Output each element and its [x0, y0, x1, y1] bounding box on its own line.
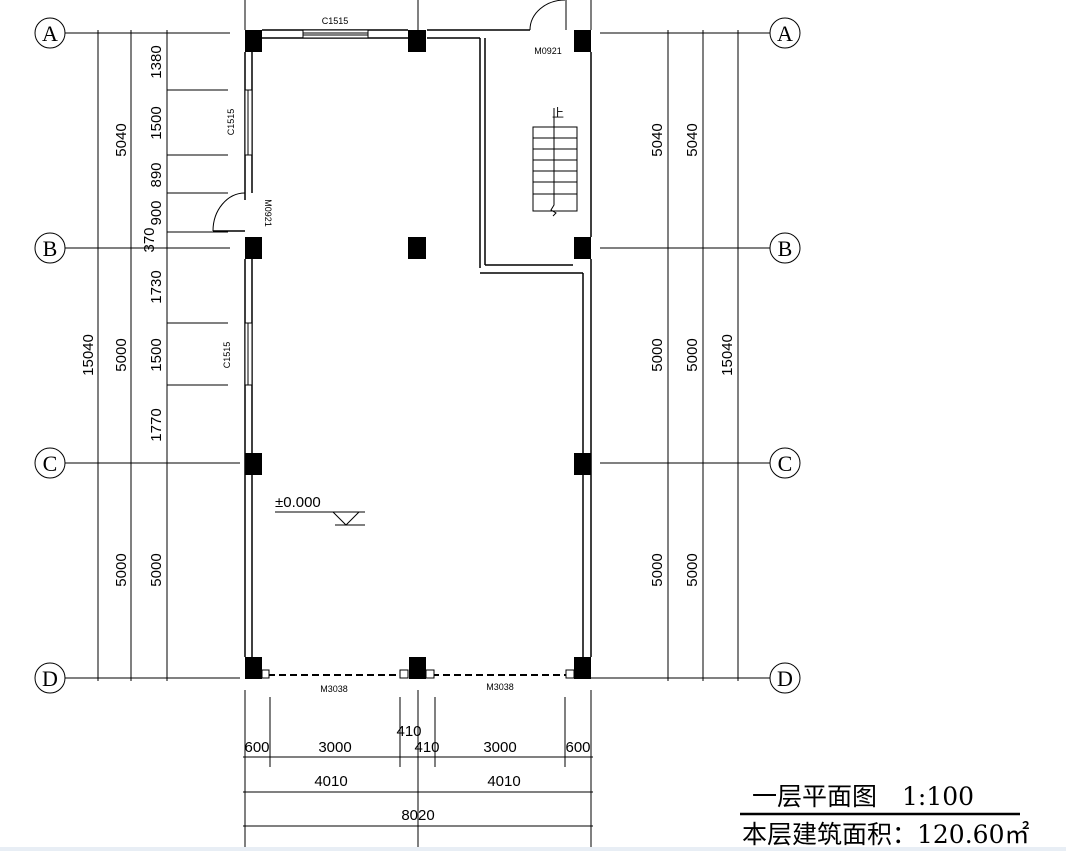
doors: M0921 M0921 M3038 M3038	[212, 0, 575, 694]
window-label: C1515	[222, 342, 232, 369]
window-label: C1515	[226, 109, 236, 136]
axis-label-d-left: D	[42, 666, 58, 691]
dim-left-seg: 5000	[148, 553, 165, 586]
door-label: M0921	[263, 199, 273, 227]
column	[245, 237, 262, 259]
axis-label-a-right: A	[777, 21, 793, 46]
dim-right: 5000	[649, 338, 666, 371]
column	[245, 30, 262, 52]
axis-label-c-left: C	[43, 451, 58, 476]
dim-left-seg: 1770	[148, 408, 165, 441]
dim-left-ab: 5040	[113, 123, 130, 156]
dim-bottom: 4010	[314, 773, 347, 790]
dim-right: 5040	[649, 123, 666, 156]
axis-label-a-left: A	[42, 21, 58, 46]
dim-bottom-total: 8020	[401, 807, 434, 824]
dim-right: 5000	[649, 553, 666, 586]
door-label: M3038	[320, 684, 348, 694]
column	[574, 237, 591, 259]
windows: C1515 C1515 C1515	[222, 16, 369, 386]
dim-right-total: 15040	[719, 334, 736, 376]
bottom-edge	[0, 847, 1066, 851]
dim-left-cd: 5000	[113, 553, 130, 586]
dim-left-seg: 1500	[148, 106, 165, 139]
column	[574, 453, 591, 475]
column	[408, 237, 426, 259]
dim-bottom: 410	[396, 723, 421, 740]
axis-label-d-right: D	[777, 666, 793, 691]
axis-label-c-right: C	[778, 451, 793, 476]
drawing-title: 一层平面图	[752, 782, 877, 811]
elevation-label: ±0.000	[275, 494, 321, 511]
left-dimension-texts: 15040 5040 5000 5000 1380 1500 890 900 3…	[80, 45, 165, 586]
bottom-dimension-lines	[243, 690, 593, 851]
axis-label-b-right: B	[778, 236, 793, 261]
title-block: 一层平面图 1:100 本层建筑面积：120.60㎡	[740, 782, 1029, 849]
dim-left-seg: 370	[141, 227, 158, 252]
dim-right: 5000	[684, 553, 701, 586]
floor-area: 本层建筑面积：120.60㎡	[742, 820, 1029, 849]
dim-left-seg: 890	[148, 162, 165, 187]
dim-bottom: 410	[414, 739, 439, 756]
dim-bottom: 3000	[483, 739, 516, 756]
dim-left-seg: 1500	[148, 338, 165, 371]
stair-up-label: 上	[552, 106, 564, 120]
dim-left-seg: 900	[148, 200, 165, 225]
column	[409, 657, 426, 679]
dim-left-seg: 1380	[148, 45, 165, 78]
dim-left-total: 15040	[80, 334, 97, 376]
axis-label-b-left: B	[43, 236, 58, 261]
door-label: M3038	[486, 682, 514, 692]
axis-bubbles: A A B B C C D D	[34, 17, 801, 694]
door-label: M0921	[534, 46, 562, 56]
window-label: C1515	[322, 16, 349, 26]
elevation-mark: ±0.000	[275, 494, 365, 526]
dim-bottom: 4010	[487, 773, 520, 790]
column	[574, 30, 591, 52]
dim-right: 5000	[684, 338, 701, 371]
columns	[245, 30, 591, 679]
column	[245, 453, 262, 475]
column	[574, 657, 591, 679]
stair: 上	[532, 106, 578, 217]
right-dimension-lines	[667, 30, 739, 681]
dim-right: 5040	[684, 123, 701, 156]
axis-lines	[65, 32, 770, 679]
dim-bottom: 600	[565, 739, 590, 756]
dim-left-bc: 5000	[113, 338, 130, 371]
left-dimension-lines	[97, 30, 228, 681]
right-dimension-texts: 5040 5000 5000 5040 5000 5000 15040	[649, 123, 736, 586]
column	[245, 657, 262, 679]
column	[408, 30, 426, 52]
drawing-scale: 1:100	[902, 782, 974, 811]
bottom-dimension-texts: 600 3000 410 410 3000 600 4010 4010 8020	[244, 723, 590, 824]
dim-bottom: 600	[244, 739, 269, 756]
walls	[244, 0, 620, 679]
dim-bottom: 3000	[318, 739, 351, 756]
dim-left-seg: 1730	[148, 270, 165, 303]
